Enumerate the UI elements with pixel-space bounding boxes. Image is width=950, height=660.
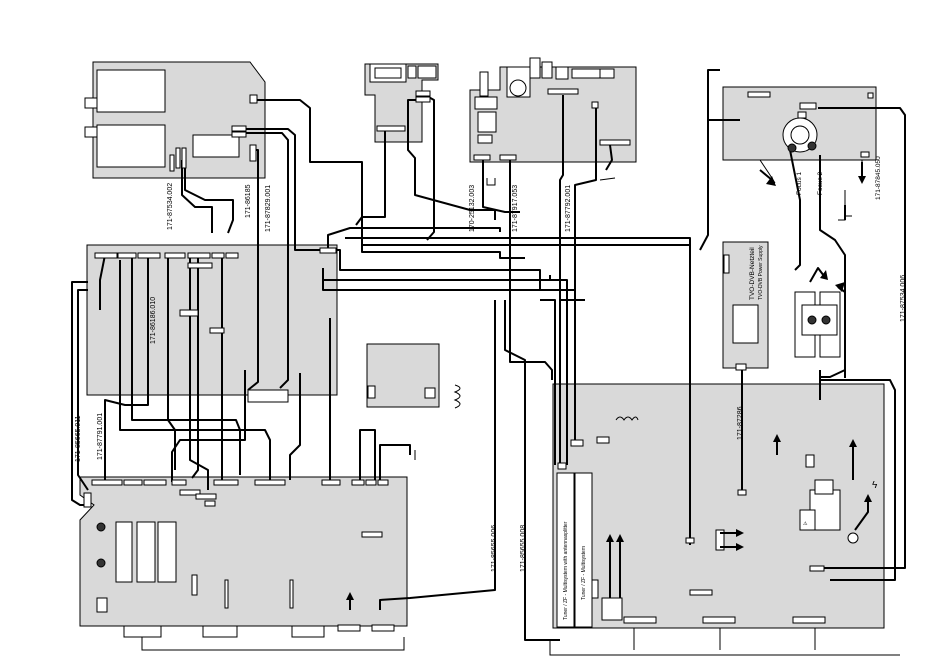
label-tuner-multisystem-antennasplitter: Tuner / ZF - Multisystem with antennaspl… — [563, 521, 569, 620]
warning-symbol: ⚠ — [803, 521, 808, 527]
board-top-small — [364, 63, 439, 143]
label-171-85655-006: 171-85655.006 — [491, 525, 498, 572]
flash-symbol: ϟ — [872, 480, 878, 491]
tl-module-b — [96, 124, 166, 168]
label-171-87845-050: 171-87845.050 — [875, 156, 882, 200]
tl-jack-b — [84, 126, 98, 138]
label-171-87286: 171-87286 — [737, 406, 744, 440]
label-170-25132-003: 170-25132.003 — [469, 185, 476, 232]
label-171-87534-002: 171-87534.002 — [167, 183, 174, 230]
label-171-87792-001: 171-87792.001 — [565, 185, 572, 232]
label-171-86185: 171-86185 — [245, 184, 252, 218]
board-middle-large — [86, 244, 338, 396]
wires — [71, 69, 906, 656]
label-focus-1: Focus 1 — [796, 171, 803, 195]
tl-module-c — [192, 134, 240, 158]
label-tvo-dvb-netzteil: TVO-DVB-Netzteil — [749, 247, 756, 300]
tl-jack-a — [84, 97, 98, 109]
arrows: ϟ ⚠ — [346, 71, 878, 610]
board-bottom-left — [79, 476, 408, 627]
label-focus-2: Focus 2 — [817, 171, 824, 195]
label-tuner-multisystem: Tuner / ZF - Multisystem — [581, 546, 587, 600]
board-details — [83, 57, 874, 638]
label-171-85665-011: 171-85665.011 — [75, 415, 82, 462]
label-171-87829-001: 171-87829.001 — [265, 185, 272, 232]
label-171-85655-008: 171-85655.008 — [520, 525, 527, 572]
label-171-87917-053: 171-87917.053 — [512, 185, 519, 232]
label-171-87791-001: 171-87791.001 — [97, 413, 104, 460]
labels: 171-87534.002 171-86185 171-87829.001 17… — [75, 156, 907, 620]
label-171-86186-010: 171-86186.010 — [150, 297, 157, 344]
label-171-87534-006: 171-87534.006 — [900, 275, 907, 322]
tl-module-a — [96, 69, 166, 113]
label-tvo-dvb-power-supply: TVO-DVB Power Supply — [758, 245, 764, 300]
